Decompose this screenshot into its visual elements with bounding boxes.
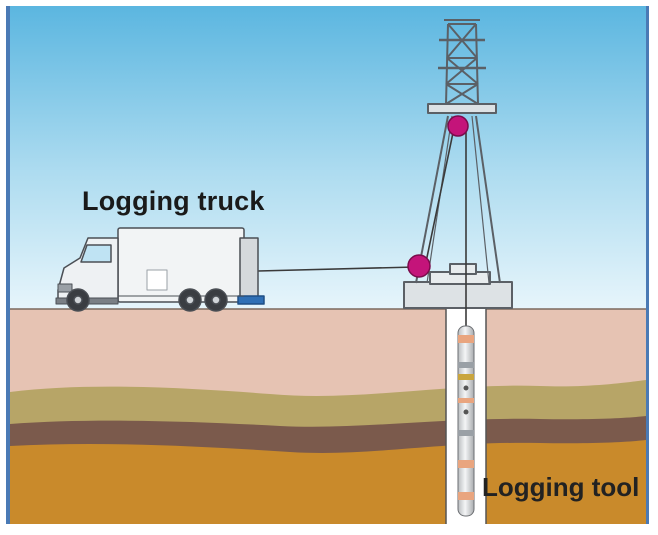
rig-platform [427, 103, 497, 114]
ground-layers [10, 308, 646, 524]
logging-truck-icon [55, 227, 265, 312]
crown-sheave-icon [447, 115, 469, 137]
right-border-strip [646, 6, 649, 524]
lower-sheave-icon [407, 254, 431, 278]
logging-truck-label: Logging truck [82, 186, 265, 216]
logging-tool-icon [457, 325, 475, 517]
ochre-layer [10, 440, 646, 524]
wireline-cable [257, 127, 467, 330]
truck-cargo-box [117, 227, 245, 303]
rig-base [403, 281, 513, 309]
left-border-strip [6, 6, 10, 524]
logging-tool-label: Logging tool [482, 472, 640, 502]
drilling-rig [403, 19, 513, 309]
